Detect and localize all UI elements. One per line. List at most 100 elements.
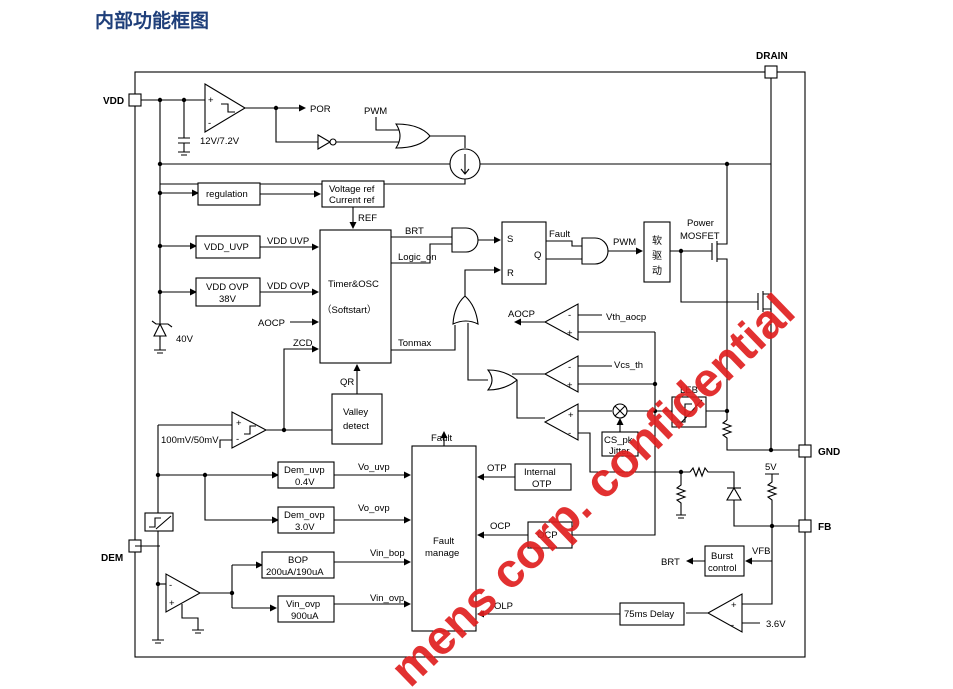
- olp-comparator: [706, 593, 743, 633]
- vin-ovp-threshold: 900uA: [291, 611, 319, 622]
- burst-label: Burst: [711, 551, 734, 562]
- zcd-comparator: [231, 411, 268, 449]
- vdd-uvp-label: VDD_UVP: [204, 242, 249, 253]
- page-title: 内部功能框图: [95, 9, 209, 32]
- por-or-gate: [394, 123, 431, 149]
- uvlo-minus-sign: -: [208, 118, 211, 129]
- bop-block: [261, 551, 335, 579]
- vin-ovp-label: Vin_ovp: [286, 599, 320, 610]
- dem-uvp-block: [277, 461, 335, 489]
- current-ref-label: Current ref: [329, 195, 375, 206]
- qr-label: QR: [340, 377, 354, 388]
- tonmax-label: Tonmax: [398, 338, 432, 349]
- vcs-th-label: Vcs_th: [614, 360, 643, 371]
- vdd-ovp-threshold: 38V: [219, 294, 237, 305]
- fault-manage-label-1: Fault: [433, 536, 454, 547]
- dem-amplifier: [165, 573, 202, 613]
- dem-ovp-threshold: 3.0V: [295, 522, 315, 533]
- control-label: control: [708, 563, 737, 574]
- uvlo-plus-sign: +: [208, 95, 214, 106]
- timer-osc-label: Timer&OSC: [328, 279, 379, 290]
- reset-or-gate: [452, 295, 479, 325]
- olp-plus: +: [731, 600, 737, 611]
- logic-on-label: Logic_on: [398, 252, 437, 263]
- brt-label: BRT: [405, 226, 424, 237]
- drain-pin-label: DRAIN: [756, 51, 788, 62]
- jitter-label: Jitter: [609, 446, 630, 457]
- cspk-comparator: [543, 403, 579, 441]
- sr-q-label: Q: [534, 250, 541, 261]
- cspk-plus: +: [568, 410, 574, 421]
- drain-pin: [764, 65, 778, 79]
- vin-ovp-block: [277, 595, 335, 623]
- bop-threshold: 200uA/190uA: [266, 567, 324, 578]
- zener-voltage-label: 40V: [176, 334, 194, 345]
- and-gate-1: [451, 227, 479, 253]
- zcd-label: ZCD: [293, 338, 313, 349]
- vcs-comparator: [543, 355, 579, 393]
- v36-label: 3.6V: [766, 619, 786, 630]
- gnd-pin: [798, 444, 812, 458]
- internal-otp-block: [514, 463, 572, 491]
- mosfet-label: MOSFET: [680, 231, 720, 242]
- fault-or-gate: [486, 369, 518, 391]
- detect-label: detect: [343, 421, 369, 432]
- dem-ovp-label: Dem_ovp: [284, 510, 325, 521]
- olp-minus: -: [731, 620, 734, 631]
- sr-set-label: S: [507, 234, 513, 245]
- regulation-label: regulation: [206, 189, 248, 200]
- gnd-pin-label: GND: [818, 447, 840, 458]
- ocp-signal-label: OCP: [490, 521, 511, 532]
- aocp-plus: +: [567, 328, 573, 339]
- dem-ovp-block: [277, 506, 335, 534]
- driver-char-1: 软: [652, 234, 662, 247]
- brt-output-label: BRT: [661, 557, 680, 568]
- vth-aocp-label: Vth_aocp: [606, 312, 646, 323]
- pwm-output-label: PWM: [613, 237, 636, 248]
- driver-char-2: 驱: [652, 250, 662, 262]
- softstart-label: （Softstart）: [322, 304, 376, 316]
- por-label: POR: [310, 104, 331, 115]
- vfb-label: VFB: [752, 546, 770, 557]
- ref-signal-label: REF: [358, 213, 377, 224]
- vdd-ovp-signal-label: VDD OVP: [267, 281, 310, 292]
- inverter-buffer: [317, 134, 332, 150]
- cspk-jitter-block: [601, 431, 639, 457]
- burst-control-block: [704, 545, 745, 577]
- olp-label: OLP: [494, 601, 513, 612]
- voltage-ref-label: Voltage ref: [329, 184, 375, 195]
- uvlo-threshold-label: 12V/7.2V: [200, 136, 240, 147]
- dem-sample-block: [144, 512, 174, 532]
- vdd-ovp-label: VDD OVP: [206, 282, 249, 293]
- driver-char-3: 动: [652, 265, 662, 277]
- aocp-comparator: [543, 303, 579, 341]
- sr-latch: [501, 221, 547, 285]
- fb-pin-label: FB: [818, 522, 831, 533]
- aocp-minus: -: [568, 310, 571, 321]
- aocp-input-label: AOCP: [258, 318, 285, 329]
- vcs-minus: -: [568, 362, 571, 373]
- bop-label: BOP: [288, 555, 308, 566]
- valley-detect-block: [331, 393, 383, 445]
- vdd-pin-label: VDD: [103, 96, 124, 107]
- dem-uvp-label: Dem_uvp: [284, 465, 325, 476]
- chip-outline: [134, 71, 806, 658]
- fault-sr-label: Fault: [549, 229, 570, 240]
- vo-ovp-label: Vo_ovp: [358, 503, 390, 514]
- vdd-uvp-signal-label: VDD UVP: [267, 236, 309, 247]
- fault-output-label: Fault: [431, 433, 452, 444]
- delay-label: 75ms Delay: [624, 609, 674, 620]
- timer-osc-block: [319, 229, 392, 364]
- vdd-pin: [128, 93, 142, 107]
- fault-manage-label-2: manage: [425, 548, 459, 559]
- dem-amp-plus: +: [169, 598, 175, 609]
- uvlo-comparator: [204, 83, 247, 133]
- dem-amp-minus: -: [169, 580, 172, 591]
- fault-manage-block: [411, 445, 477, 632]
- vo-uvp-label: Vo_uvp: [358, 462, 390, 473]
- vin-ovp-signal-label: Vin_ovp: [370, 593, 404, 604]
- aocp-output-label: AOCP: [508, 309, 535, 320]
- soft-driver-block: [643, 221, 671, 283]
- pwm-and-gate: [581, 237, 609, 265]
